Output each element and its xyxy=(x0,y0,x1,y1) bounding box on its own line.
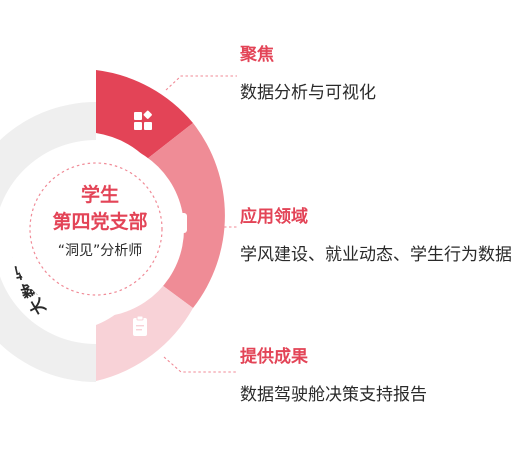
item-desc-outcome: 数据驾驶舱决策支持报告 xyxy=(240,385,427,405)
connector-bottom xyxy=(163,356,237,373)
center-dashed-ring xyxy=(29,162,163,296)
item-desc-focus: 数据分析与可视化 xyxy=(240,83,376,103)
item-title-outcome: 提供成果 xyxy=(240,347,308,367)
center-line2: 第四党支部 xyxy=(52,210,147,233)
item-outcome: 提供成果 数据驾驶舱决策支持报告 xyxy=(240,346,427,406)
item-title-focus: 聚焦 xyxy=(240,45,274,65)
clipboard-icon xyxy=(133,315,147,336)
item-focus: 聚焦 数据分析与可视化 xyxy=(240,44,376,104)
center-circle xyxy=(8,141,184,317)
item-desc-application: 学风建设、就业动态、学生行为数据 xyxy=(240,245,511,265)
item-title-application: 应用领域 xyxy=(240,207,308,227)
center-line3: “洞见”分析师 xyxy=(58,243,143,259)
center-line1: 学生 xyxy=(81,183,119,206)
dashboard-grid-icon xyxy=(134,110,152,130)
item-application: 应用领域 学风建设、就业动态、学生行为数据 xyxy=(240,206,511,266)
outer-ring xyxy=(0,102,96,382)
connector-top xyxy=(165,75,237,91)
